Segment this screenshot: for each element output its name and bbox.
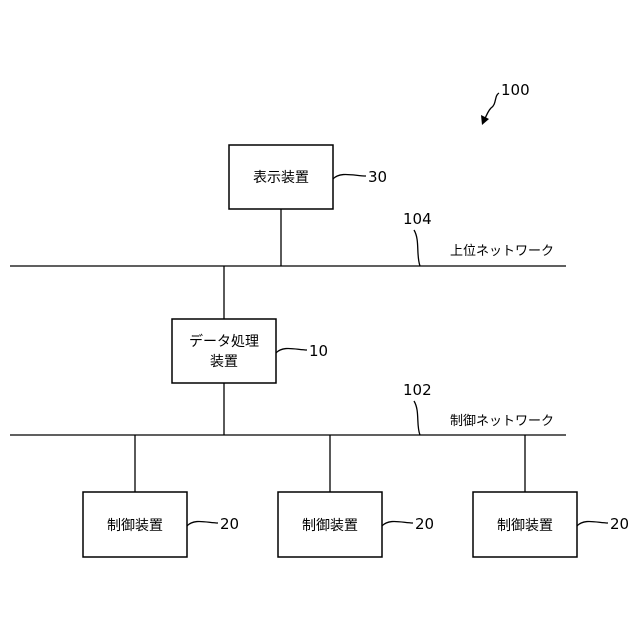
data-processor-leader [276,348,307,353]
upper-network: 104 上位ネットワーク [10,209,566,266]
upper-network-leader [414,230,420,266]
figure-ref-arrowhead [481,115,489,125]
control-device-3: 制御装置 20 [473,435,629,557]
control-device-1-leader [187,521,218,526]
control-network-label: 制御ネットワーク [450,414,554,429]
figure-ref-label: 100 [501,81,530,99]
data-processor-box [172,319,276,383]
data-processor-label-line2: 装置 [210,354,238,370]
control-device-3-leader [577,521,608,526]
data-processor-label-line1: データ処理 [189,333,259,350]
control-network-ref: 102 [403,381,432,399]
figure-ref-group: 100 [481,81,530,125]
figure-ref-arrow-line [484,93,499,121]
control-device-3-ref: 20 [610,515,629,533]
control-network-leader [414,401,420,435]
control-device-2: 制御装置 20 [278,435,434,557]
display-device-label: 表示装置 [253,170,309,186]
control-device-3-label: 制御装置 [497,518,553,534]
display-device: 表示装置 30 [229,145,387,209]
control-network: 102 制御ネットワーク [10,381,566,435]
control-device-2-ref: 20 [415,515,434,533]
display-device-leader [333,174,366,179]
upper-network-label: 上位ネットワーク [450,244,554,259]
display-device-ref: 30 [368,168,387,186]
control-device-2-label: 制御装置 [302,518,358,534]
upper-network-ref: 104 [403,210,432,228]
control-device-1-ref: 20 [220,515,239,533]
control-device-1: 制御装置 20 [83,435,239,557]
data-processor-ref: 10 [309,342,328,360]
control-device-2-leader [382,521,413,526]
data-processing-device: データ処理 装置 10 [172,266,328,435]
control-device-1-label: 制御装置 [107,518,163,534]
